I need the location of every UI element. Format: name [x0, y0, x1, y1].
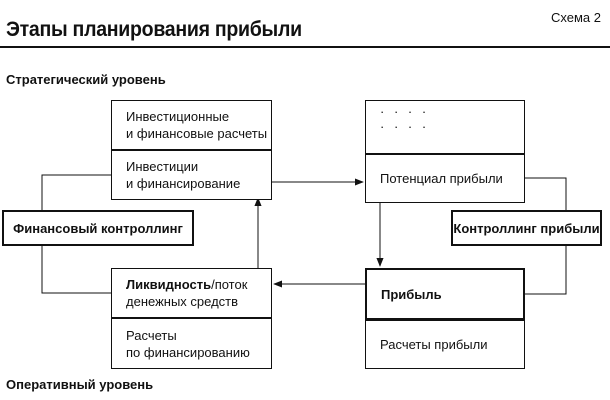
box-text-line: и финансовые расчеты	[126, 126, 268, 141]
left-loop-lower-connector	[41, 246, 111, 294]
financial-controlling-box: Финансовый контроллинг	[2, 210, 194, 246]
liquidity-rest-label: /поток	[211, 277, 248, 292]
strategic-level-label: Стратегический уровень	[6, 72, 166, 87]
dots-line-1: · · · ·	[380, 104, 430, 119]
title-underline-rule	[0, 46, 610, 48]
profit-controlling-label: Контроллинг прибыли	[453, 220, 600, 236]
box-text-line: по финансированию	[126, 344, 250, 360]
profit-potential-box: Потенциал прибыли	[365, 154, 525, 203]
investment-financial-calculations-box: Инвестиционные и финансовые расчеты	[111, 100, 272, 150]
scheme-number-label: Схема 2	[551, 10, 601, 25]
profit-box: Прибыль	[365, 268, 525, 320]
right-loop-lower-connector	[525, 246, 567, 295]
box-text-line: Инвестиции	[126, 159, 199, 174]
dots-line-2: · · · ·	[380, 119, 430, 134]
operative-level-label: Оперативный уровень	[6, 377, 154, 392]
profit-label: Прибыль	[381, 286, 442, 302]
placeholder-dots-box: · · · · · · · ·	[365, 100, 525, 154]
financing-calculations-box: Расчеты по финансированию	[111, 318, 272, 369]
left-loop-upper-connector	[41, 174, 111, 210]
investment-financing-box: Инвестиции и финансирование	[111, 150, 272, 200]
profit-calculations-label: Расчеты прибыли	[380, 337, 488, 352]
profit-controlling-box: Контроллинг прибыли	[451, 210, 602, 246]
liquidity-line-1: Ликвидность/поток	[126, 276, 247, 293]
liquidity-line-2: денежных средств	[126, 294, 239, 309]
right-loop-upper-connector	[525, 177, 567, 210]
box-text-line: и финансирование	[126, 176, 241, 191]
profit-potential-label: Потенциал прибыли	[380, 171, 503, 186]
liquidity-bold-label: Ликвидность	[126, 277, 212, 292]
liquidity-box: Ликвидность/поток денежных средств	[111, 268, 272, 318]
financial-controlling-label: Финансовый контроллинг	[13, 220, 183, 236]
box-text-line: Инвестиционные	[126, 109, 230, 124]
diagram-title: Этапы планирования прибыли	[6, 18, 302, 41]
profit-calculations-box: Расчеты прибыли	[365, 320, 525, 369]
box-text-line: Расчеты	[126, 327, 177, 343]
